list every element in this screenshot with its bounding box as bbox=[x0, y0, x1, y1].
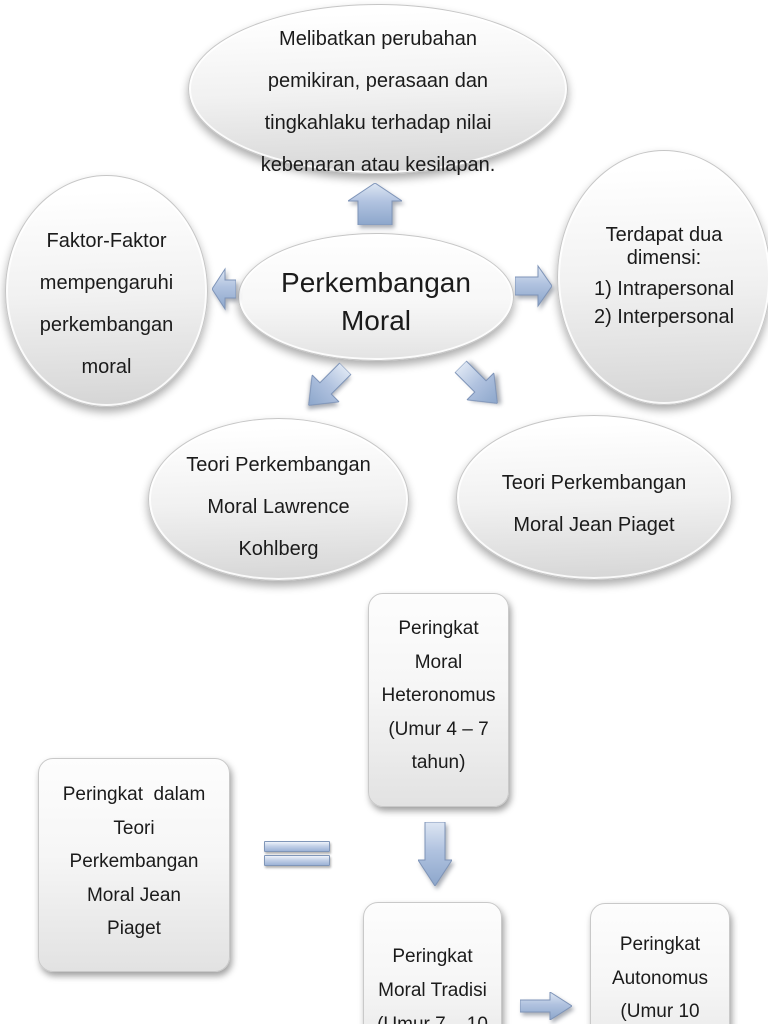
heteronomus-stage-text: Peringkat Moral Heteronomus (Umur 4 – 7 … bbox=[381, 618, 496, 774]
equals-top-bar bbox=[264, 841, 330, 852]
right-block-arrow-icon bbox=[515, 264, 552, 308]
autonomus-stage-text: Peringkat Autonomus (Umur 10 bbox=[611, 934, 709, 1022]
central-topic-text: Perkembangan Moral bbox=[281, 267, 471, 336]
definition-ellipse: Melibatkan perubahan pemikiran, perasaan… bbox=[188, 4, 568, 176]
kohlberg-theory-ellipse: Teori Perkembangan Moral Lawrence Kohlbe… bbox=[148, 418, 409, 581]
factors-text: Faktor-Faktor mempengaruhi perkembangan … bbox=[39, 230, 174, 378]
piaget-theory-ellipse: Teori Perkembangan Moral Jean Piaget bbox=[456, 415, 732, 580]
piaget-theory-text: Teori Perkembangan Moral Jean Piaget bbox=[501, 471, 687, 536]
tradisi-stage-box: Peringkat Moral Tradisi (Umur 7 – 10 bbox=[363, 902, 502, 1024]
down-block-arrow-icon bbox=[418, 822, 452, 886]
autonomus-stage-box: Peringkat Autonomus (Umur 10 bbox=[590, 903, 730, 1024]
central-topic-ellipse: Perkembangan Moral bbox=[238, 233, 514, 361]
equals-icon bbox=[264, 841, 330, 866]
down-right-block-arrow-icon bbox=[454, 360, 498, 404]
tradisi-stage-text: Peringkat Moral Tradisi (Umur 7 – 10 bbox=[377, 946, 488, 1024]
piaget-stages-title-box: Peringkat dalam Teori Perkembangan Moral… bbox=[38, 758, 230, 972]
piaget-stages-title-text: Peringkat dalam Teori Perkembangan Moral… bbox=[62, 784, 206, 940]
flow-right-arrow-icon bbox=[520, 992, 572, 1020]
down-left-block-arrow-icon bbox=[308, 362, 352, 406]
definition-text: Melibatkan perubahan pemikiran, perasaan… bbox=[260, 28, 496, 176]
heteronomus-stage-box: Peringkat Moral Heteronomus (Umur 4 – 7 … bbox=[368, 593, 509, 807]
kohlberg-theory-text: Teori Perkembangan Moral Lawrence Kohlbe… bbox=[186, 453, 371, 560]
dimensions-heading: Terdapat dua dimensi: bbox=[605, 224, 723, 269]
up-block-arrow-icon bbox=[348, 183, 402, 225]
factors-ellipse: Faktor-Faktor mempengaruhi perkembangan … bbox=[5, 175, 208, 407]
equals-bottom-bar bbox=[264, 855, 330, 866]
dimensions-ellipse: Terdapat dua dimensi: 1) Intrapersonal 2… bbox=[557, 150, 768, 405]
dimensions-items: 1) Intrapersonal 2) Interpersonal bbox=[593, 278, 735, 328]
left-block-arrow-icon bbox=[212, 267, 236, 311]
